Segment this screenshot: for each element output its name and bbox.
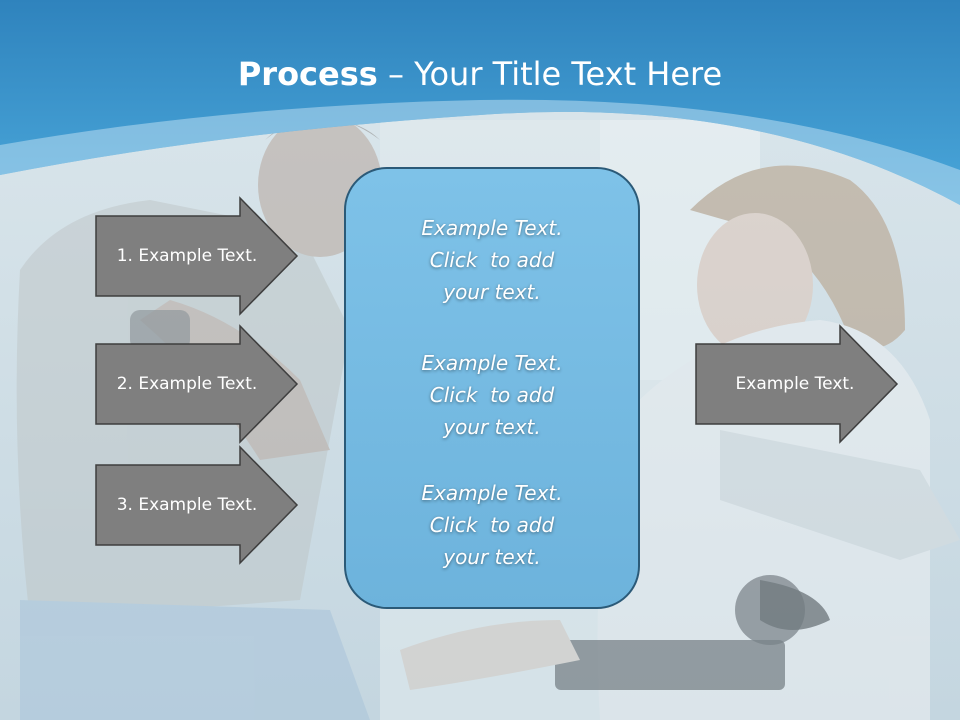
panel-text-block-3[interactable]: Example Text. Click to add your text. xyxy=(345,477,639,573)
panel-block-1-line-2: Click to add xyxy=(429,248,555,272)
center-panel xyxy=(344,167,640,609)
panel-block-2-line-1: Example Text. xyxy=(421,351,563,375)
panel-text-block-2[interactable]: Example Text. Click to add your text. xyxy=(345,347,639,443)
panel-block-3-line-3: your text. xyxy=(443,545,541,569)
output-label[interactable]: Example Text. xyxy=(735,374,855,394)
step-arrow-1 xyxy=(95,196,299,316)
slide-title-bold: Process xyxy=(237,55,378,93)
step-arrow-2 xyxy=(95,324,299,444)
step-label-1[interactable]: 1. Example Text. xyxy=(116,246,258,266)
step-label-2[interactable]: 2. Example Text. xyxy=(116,374,258,394)
panel-block-1-line-3: your text. xyxy=(443,280,541,304)
panel-block-3-line-1: Example Text. xyxy=(421,481,563,505)
step-label-3[interactable]: 3. Example Text. xyxy=(116,495,258,515)
panel-block-2-line-2: Click to add xyxy=(429,383,555,407)
output-arrow xyxy=(695,324,899,444)
panel-block-3-line-2: Click to add xyxy=(429,513,555,537)
panel-block-1-line-1: Example Text. xyxy=(421,216,563,240)
header-band-highlight xyxy=(0,99,960,205)
slide-title-rest: – Your Title Text Here xyxy=(377,55,723,93)
step-arrow-3 xyxy=(95,445,299,565)
panel-text-block-1[interactable]: Example Text. Click to add your text. xyxy=(345,212,639,308)
slide-title[interactable]: Process – Your Title Text Here xyxy=(0,52,960,96)
panel-block-2-line-3: your text. xyxy=(443,415,541,439)
